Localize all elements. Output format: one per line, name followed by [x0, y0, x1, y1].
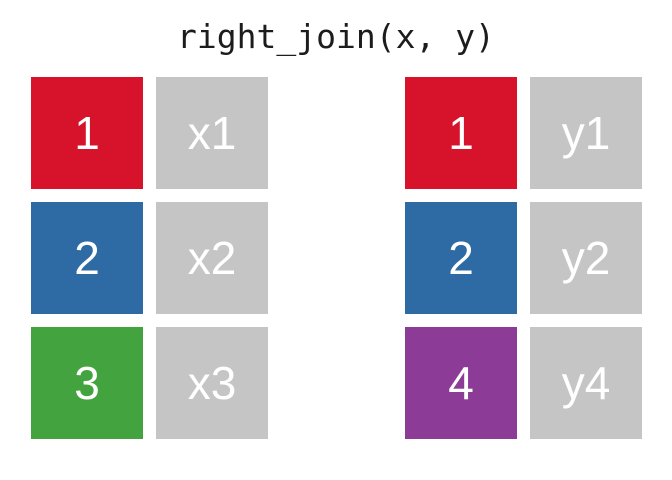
value-cell-x-x3: x3 — [156, 327, 268, 439]
value-cell-x-x2: x2 — [156, 202, 268, 314]
key-cell-y-4: 4 — [405, 327, 517, 439]
value-cell-x-x1: x1 — [156, 77, 268, 189]
key-cell-x-2: 2 — [31, 202, 143, 314]
value-cell-y-y1: y1 — [530, 77, 642, 189]
diagram-title: right_join(x, y) — [177, 17, 495, 56]
key-cell-x-1: 1 — [31, 77, 143, 189]
key-cell-y-1: 1 — [405, 77, 517, 189]
value-cell-y-y2: y2 — [530, 202, 642, 314]
key-cell-y-2: 2 — [405, 202, 517, 314]
value-cell-y-y4: y4 — [530, 327, 642, 439]
key-cell-x-3: 3 — [31, 327, 143, 439]
